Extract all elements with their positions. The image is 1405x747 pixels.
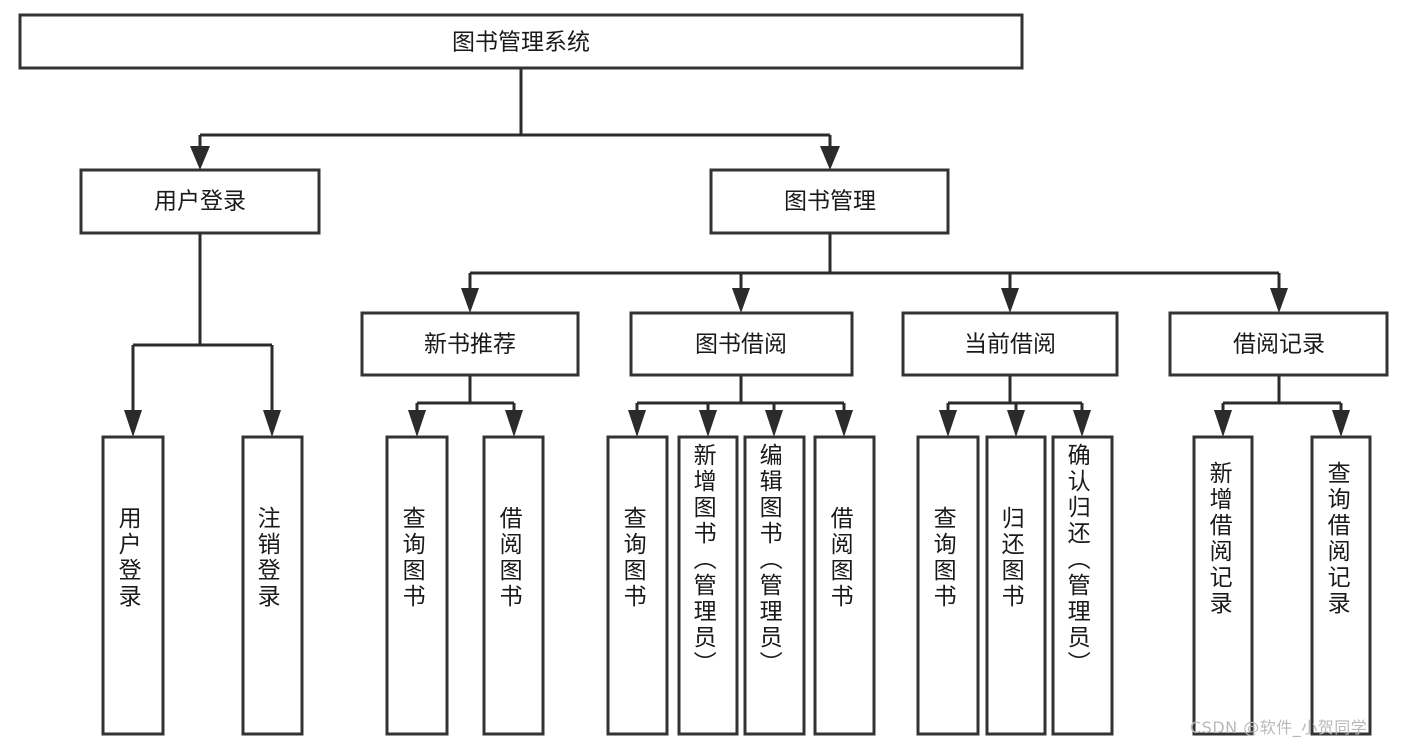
arrowhead-leaf-confirm-return xyxy=(1073,410,1091,437)
node-leaf-add-borrow-record-box[interactable] xyxy=(1192,435,1254,736)
node-leaf-query-book-3-box[interactable] xyxy=(916,435,980,736)
arrowhead-leaf-borrow-book-1 xyxy=(505,410,523,437)
connector-layer xyxy=(124,68,1350,437)
node-leaf-add-book-box[interactable] xyxy=(677,435,739,736)
node-book-management[interactable]: 图书管理 xyxy=(709,168,950,235)
arrowhead-user-login xyxy=(190,146,210,170)
arrowhead-leaf-edit-book xyxy=(765,410,783,437)
node-leaf-logout-login-box[interactable] xyxy=(241,435,304,736)
arrowhead-borrow-record xyxy=(1270,288,1288,313)
arrowhead-leaf-logout-login xyxy=(263,410,281,437)
node-book-management-box[interactable] xyxy=(709,168,950,235)
csdn-watermark: CSDN @软件_小贺同学 xyxy=(1190,718,1368,737)
node-leaf-query-book-2-box[interactable] xyxy=(606,435,669,736)
node-leaf-query-borrow-record-box[interactable] xyxy=(1310,435,1372,736)
node-borrow-record-box[interactable] xyxy=(1168,311,1389,377)
arrowhead-leaf-add-borrow-record xyxy=(1214,410,1232,437)
node-borrow-record-label: 借阅记录 xyxy=(1233,332,1325,358)
node-current-borrow[interactable]: 当前借阅 xyxy=(901,311,1119,377)
node-leaf-return-book-box[interactable] xyxy=(985,435,1047,736)
node-root[interactable]: 图书管理系统 xyxy=(18,13,1024,70)
node-leaf-borrow-book-2-box[interactable] xyxy=(813,435,876,736)
node-user-login-box[interactable] xyxy=(79,168,321,235)
arrowhead-leaf-query-borrow-record xyxy=(1332,410,1350,437)
node-leaf-edit-book-box[interactable] xyxy=(743,435,806,736)
leaf-box-layer xyxy=(101,435,1372,736)
arrowhead-book-management xyxy=(820,146,840,170)
arrowhead-new-book-recommend xyxy=(461,288,479,313)
node-book-borrow-box[interactable] xyxy=(629,311,854,377)
node-leaf-confirm-return-box[interactable] xyxy=(1051,435,1114,736)
node-leaf-user-login-box[interactable] xyxy=(101,435,165,736)
arrowhead-leaf-return-book xyxy=(1007,410,1025,437)
node-user-login-label: 用户登录 xyxy=(154,189,246,215)
node-leaf-query-book-1-box[interactable] xyxy=(385,435,449,736)
arrowhead-leaf-add-book xyxy=(699,410,717,437)
node-current-borrow-label: 当前借阅 xyxy=(964,332,1056,358)
node-root-box[interactable] xyxy=(18,13,1024,70)
arrowhead-current-borrow xyxy=(1001,288,1019,313)
node-root-label: 图书管理系统 xyxy=(452,30,590,56)
node-current-borrow-box[interactable] xyxy=(901,311,1119,377)
arrowhead-leaf-query-book-1 xyxy=(408,410,426,437)
node-borrow-record[interactable]: 借阅记录 xyxy=(1168,311,1389,377)
node-new-book-recommend[interactable]: 新书推荐 xyxy=(360,311,580,377)
arrowhead-leaf-query-book-2 xyxy=(628,410,646,437)
node-book-borrow-label: 图书借阅 xyxy=(695,332,787,358)
node-user-login[interactable]: 用户登录 xyxy=(79,168,321,235)
node-new-book-recommend-box[interactable] xyxy=(360,311,580,377)
arrowhead-book-borrow xyxy=(732,288,750,313)
arrowhead-leaf-user-login xyxy=(124,410,142,437)
node-leaf-borrow-book-1-box[interactable] xyxy=(482,435,545,736)
arrowhead-leaf-query-book-3 xyxy=(939,410,957,437)
node-book-management-label: 图书管理 xyxy=(784,189,876,215)
node-book-borrow[interactable]: 图书借阅 xyxy=(629,311,854,377)
arrowhead-leaf-borrow-book-2 xyxy=(835,410,853,437)
node-new-book-recommend-label: 新书推荐 xyxy=(424,332,516,358)
